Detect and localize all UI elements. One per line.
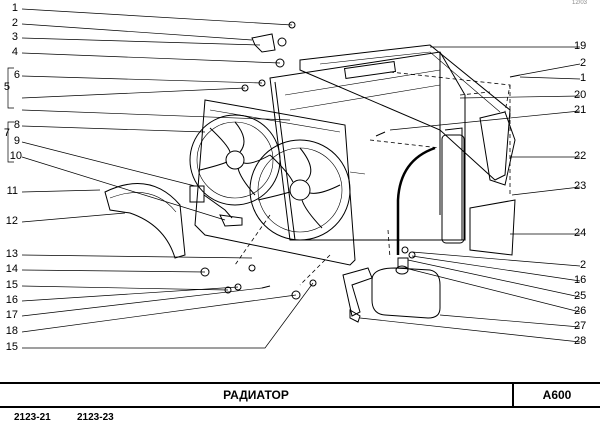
part-number-label: 6 <box>13 69 20 81</box>
overflow-hose <box>396 146 436 255</box>
part-number-label: 2 <box>580 259 587 271</box>
part-number-label: 5 <box>3 81 10 93</box>
part-number-label: 7 <box>3 127 10 139</box>
part-number-label: 8 <box>13 119 20 131</box>
part-number-label: 23 <box>574 180 587 192</box>
part-number-label: 1 <box>11 2 18 14</box>
part-number-label: 1 <box>580 72 587 84</box>
model-code: 2123-21 <box>14 412 51 423</box>
assembly-reference-lines <box>234 71 511 286</box>
part-number-label: 28 <box>574 335 587 347</box>
part-number-label: 25 <box>574 290 587 302</box>
model-code: 2123-23 <box>77 412 114 423</box>
diagram-title: РАДИАТОР <box>223 388 289 402</box>
part-number-label: 14 <box>5 263 18 275</box>
left-air-deflector <box>104 183 186 259</box>
fan-shroud <box>194 99 366 266</box>
part-number-label: 11 <box>6 185 18 197</box>
leader-lines <box>7 8 581 349</box>
part-number-label: 27 <box>574 320 587 332</box>
tank-bracket <box>342 267 373 323</box>
part-number-label: 16 <box>5 294 18 306</box>
part-number-label: 3 <box>11 31 18 43</box>
part-number-label: 22 <box>574 150 587 162</box>
part-number-label: 15 <box>5 341 18 353</box>
part-number-label: 2 <box>11 17 18 29</box>
upper-cross-member <box>299 44 511 181</box>
title-block: РАДИАТОР A600 <box>0 382 600 408</box>
title-divider <box>512 384 514 406</box>
part-number-label: 26 <box>574 305 587 317</box>
radiator-core <box>269 51 466 244</box>
part-number-label: 4 <box>11 46 18 58</box>
part-number-label: 19 <box>574 40 587 52</box>
part-number-label: 18 <box>5 325 18 337</box>
part-number-label: 2 <box>580 57 587 69</box>
part-number-label: 13 <box>5 248 18 260</box>
radiator-exploded-drawing <box>7 8 581 349</box>
part-number-label: 20 <box>574 89 587 101</box>
catalog-code: A600 <box>542 388 572 402</box>
part-number-label: 17 <box>5 309 18 321</box>
part-number-label: 15 <box>5 279 18 291</box>
part-number-label: 21 <box>574 104 587 116</box>
part-number-label: 9 <box>13 135 20 147</box>
part-number-label: 12 <box>5 215 18 227</box>
fasteners <box>200 21 521 300</box>
fan-wiring <box>189 185 243 227</box>
right-fan <box>249 139 351 241</box>
part-number-label: 24 <box>574 227 587 239</box>
left-fan <box>189 114 281 206</box>
expansion-tank <box>371 257 441 319</box>
corner-mark: 12/03 <box>572 0 588 6</box>
part-number-label: 16 <box>574 274 587 286</box>
part-number-label: 10 <box>9 150 22 162</box>
